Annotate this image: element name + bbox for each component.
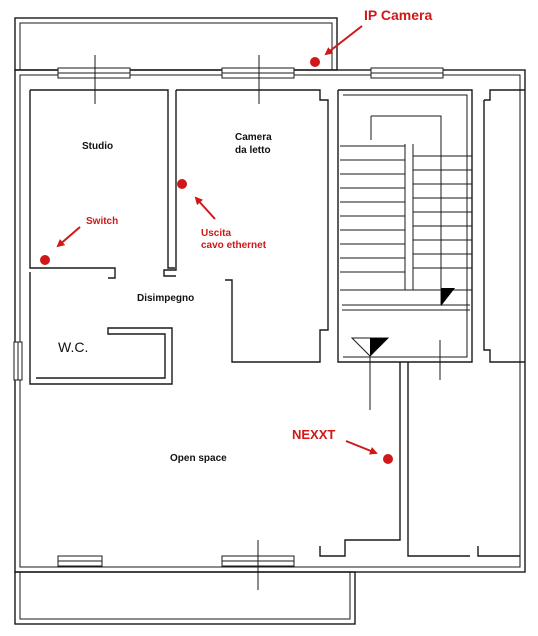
ethernet-outlet-marker [177, 179, 187, 189]
bottom-balcony [14, 571, 356, 625]
ethernet-outlet-label: Uscita [201, 228, 231, 239]
room-label-camera: Camera [235, 132, 272, 143]
bottom-windows [57, 540, 295, 590]
top-balcony [14, 17, 338, 71]
switch-annotation: Switch [40, 216, 118, 265]
top-windows [57, 67, 444, 79]
switch-marker [40, 255, 50, 265]
wc-walls [13, 272, 173, 385]
ip-camera-arrow [324, 25, 363, 56]
right-walls [319, 89, 525, 557]
nexxt-annotation: NEXXT [292, 427, 393, 464]
nexxt-marker [383, 454, 393, 464]
ethernet-outlet-arrow [194, 196, 216, 220]
room-label-disimpegno: Disimpegno [137, 293, 194, 304]
nexxt-arrow [345, 440, 378, 455]
ethernet-outlet-annotation: Uscita cavo ethernet [177, 179, 267, 251]
nexxt-label: NEXXT [292, 427, 335, 442]
room-label-studio: Studio [82, 141, 113, 152]
ethernet-outlet-label-sub: cavo ethernet [201, 240, 267, 251]
switch-label: Switch [86, 216, 118, 227]
ip-camera-marker [310, 57, 320, 67]
room-label-open-space: Open space [170, 453, 227, 464]
bedroom-walls [163, 55, 329, 363]
stair-core [337, 89, 473, 410]
switch-arrow [56, 226, 81, 248]
studio-walls [29, 55, 175, 279]
ip-camera-label: IP Camera [364, 7, 432, 23]
ip-camera-annotation: IP Camera [310, 7, 432, 67]
room-label-wc: W.C. [58, 339, 88, 355]
room-label-camera-sub: da letto [235, 145, 271, 156]
